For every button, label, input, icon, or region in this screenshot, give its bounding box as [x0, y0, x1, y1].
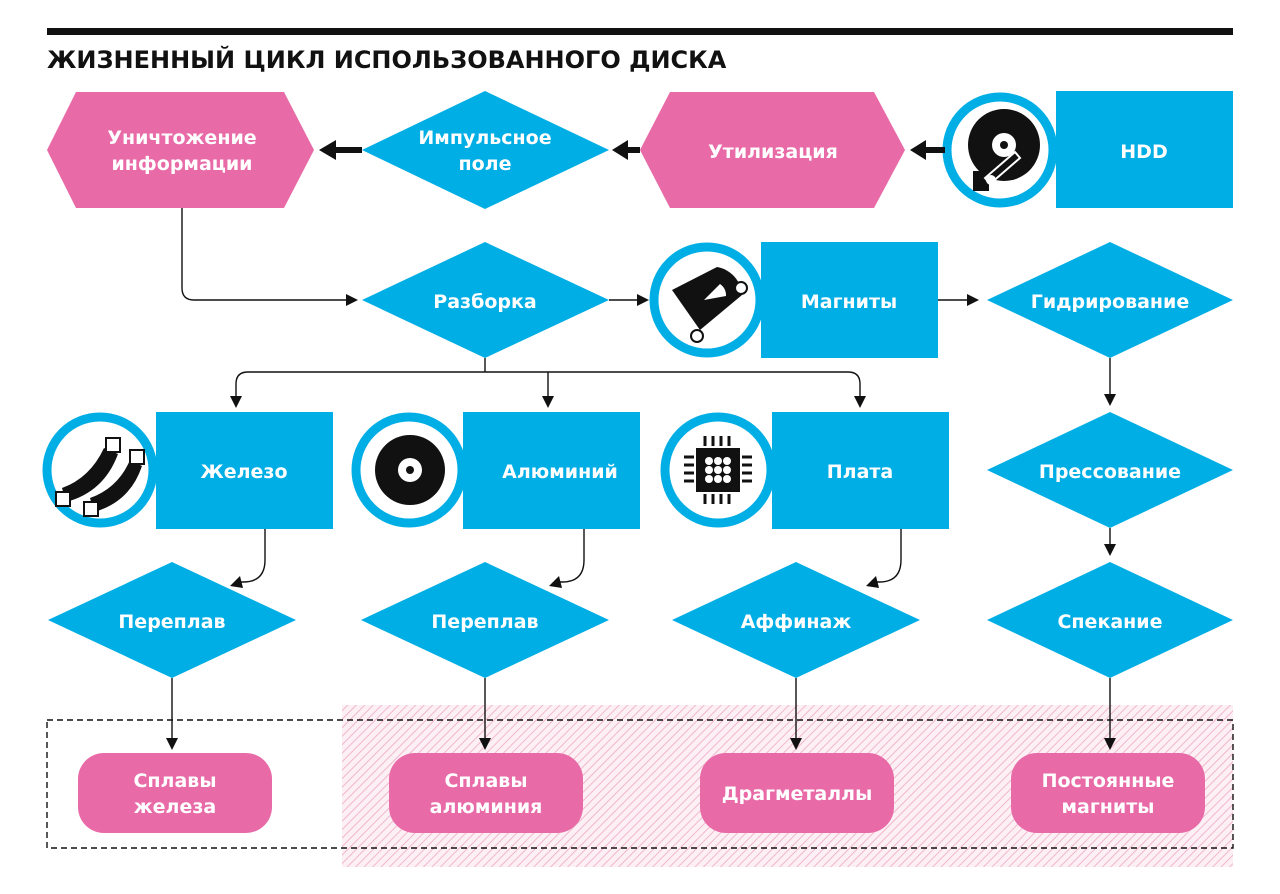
output-perm-magnets-label-1: Постоянные [1042, 770, 1175, 792]
node-impulse-label-1: Импульсное [418, 127, 551, 149]
node-hydriding [987, 242, 1233, 358]
node-remelt-al-label: Переплав [431, 611, 538, 633]
arrowhead-magnets-hydriding [967, 294, 979, 306]
hard-disk-icon [968, 109, 1040, 191]
arrowhead-refining-output [790, 738, 802, 750]
node-impulse [362, 91, 609, 209]
output-al-alloys [389, 753, 583, 833]
node-utilization-label: Утилизация [708, 141, 838, 163]
arrowhead-to-iron [230, 396, 242, 408]
arrowhead-pressing-sintering [1104, 544, 1116, 556]
arrowhead-to-board [854, 396, 866, 408]
arrow-iron-remelt [238, 529, 266, 583]
arrowhead-aluminium-remelt [549, 576, 562, 588]
output-al-alloys-label-1: Сплавы [444, 770, 527, 792]
arrowhead-hdd-utilization [910, 140, 926, 160]
arrowhead-utilization-impulse [612, 140, 628, 160]
disk-platter-icon [375, 435, 445, 505]
output-precious [700, 753, 894, 833]
arrowhead-to-aluminium [542, 396, 554, 408]
output-frame [46, 719, 1234, 849]
chip-icon [684, 436, 752, 504]
node-destroy-label-2: информации [111, 153, 252, 175]
arrowhead-destroy-disassembly [346, 294, 358, 306]
arrowhead-remelt-al-output [479, 738, 491, 750]
hdd-box [1056, 91, 1233, 208]
arrowhead-hydriding-pressing [1104, 394, 1116, 406]
page-title: ЖИЗНЕННЫЙ ЦИКЛ ИСПОЛЬЗОВАННОГО ДИСКА [47, 45, 727, 74]
node-utilization [640, 92, 905, 208]
arrowhead-sintering-output [1104, 738, 1116, 750]
arrow-destroy-disassembly [181, 208, 350, 301]
node-magnets-label: Магниты [801, 291, 897, 313]
node-pressing [987, 412, 1233, 528]
arrowhead-remelt-iron-output [166, 738, 178, 750]
arrowhead-impulse-destroy [319, 140, 336, 160]
node-sintering-label: Спекание [1057, 611, 1162, 633]
magnets-box [761, 242, 938, 358]
node-refining [672, 562, 920, 678]
node-pressing-label: Прессование [1039, 461, 1181, 483]
node-hdd-label: HDD [1120, 141, 1167, 163]
output-iron-alloys [78, 753, 272, 833]
top-rule [47, 28, 1233, 35]
node-aluminium-label: Алюминий [502, 461, 618, 483]
iron-box [156, 412, 333, 529]
node-board-label: Плата [827, 461, 893, 483]
arrow-board-refining [874, 529, 902, 583]
node-remelt-iron-label: Переплав [118, 611, 225, 633]
node-refining-label: Аффинаж [741, 611, 852, 633]
node-remelt-iron [48, 562, 296, 678]
board-box [772, 412, 949, 529]
output-iron-alloys-label-1: Сплавы [133, 770, 216, 792]
node-disassembly [362, 242, 609, 358]
node-impulse-label-2: поле [459, 153, 512, 175]
output-iron-alloys-label-2: железа [134, 796, 216, 818]
output-perm-magnets-label-2: магниты [1062, 796, 1155, 818]
node-remelt-al [361, 562, 609, 678]
arrow-aluminium-remelt [557, 529, 585, 583]
branch-lines [235, 358, 861, 398]
arrowhead-disassembly-magnets [637, 294, 649, 306]
iron-parts-icon [55, 437, 145, 517]
node-iron-label: Железо [200, 461, 287, 483]
output-perm-magnets [1011, 753, 1205, 833]
node-destroy-label-1: Уничтожение [107, 127, 256, 149]
magnet-arc-icon [672, 267, 748, 343]
node-hydriding-label: Гидрирование [1031, 291, 1190, 313]
node-destroy [47, 92, 314, 208]
output-al-alloys-label-2: алюминия [430, 796, 543, 818]
output-precious-label: Драгметаллы [722, 783, 873, 805]
aluminium-box [463, 412, 640, 529]
node-disassembly-label: Разборка [433, 291, 536, 313]
arrowhead-iron-remelt [230, 576, 243, 588]
arrowhead-board-refining [866, 576, 879, 588]
node-sintering [987, 562, 1233, 678]
